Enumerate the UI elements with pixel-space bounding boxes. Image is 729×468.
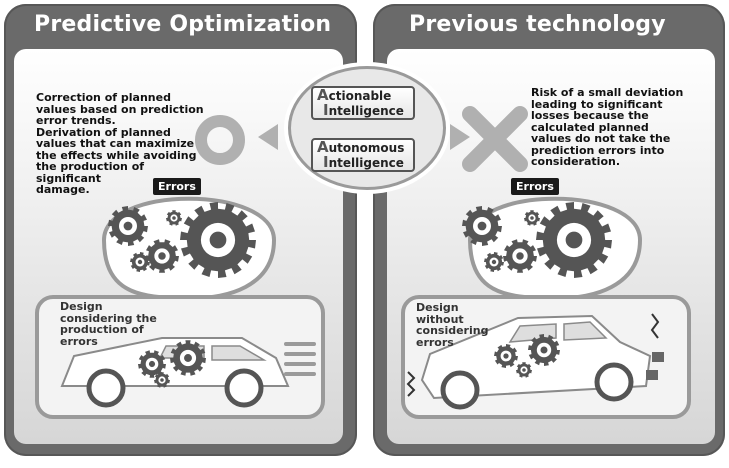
gear-icon bbox=[536, 202, 612, 278]
actionable-intelligence-box: Actionable Intelligence bbox=[311, 86, 415, 120]
gear-icon bbox=[503, 239, 537, 273]
letter-a: A bbox=[317, 86, 329, 104]
gear-icon bbox=[145, 239, 179, 273]
cross-icon bbox=[462, 106, 528, 172]
autonomous-intelligence-box: Autonomous Intelligence bbox=[311, 138, 415, 172]
optimization-description: Correction of planned values based on pr… bbox=[36, 91, 204, 196]
gear-icon bbox=[108, 206, 148, 246]
gear-icon bbox=[138, 350, 166, 378]
gear-icon bbox=[154, 372, 170, 388]
letter-a: A bbox=[317, 138, 329, 156]
gear-icon bbox=[494, 344, 518, 368]
gear-icon bbox=[516, 362, 532, 378]
gear-icon bbox=[524, 210, 540, 226]
gear-icon bbox=[180, 202, 256, 278]
arrow-left-icon bbox=[258, 124, 278, 150]
word-rest: utonomous bbox=[328, 141, 405, 155]
car-design-label-left: Design considering the production of err… bbox=[60, 300, 157, 348]
previous-tech-description: Risk of a small deviation leading to sig… bbox=[531, 86, 684, 168]
letter-i: I bbox=[323, 153, 329, 171]
gear-icon bbox=[528, 334, 560, 366]
panel-title: Predictive Optimization bbox=[34, 12, 332, 37]
gear-icon bbox=[484, 252, 504, 272]
gear-icon bbox=[166, 210, 182, 226]
word-rest: ntelligence bbox=[328, 104, 404, 118]
errors-tag: Errors bbox=[153, 178, 201, 195]
gear-icon bbox=[462, 206, 502, 246]
arrow-right-icon bbox=[450, 124, 470, 150]
word-rest: ntelligence bbox=[328, 156, 404, 170]
circle-ok-icon bbox=[195, 115, 245, 165]
gear-icon bbox=[130, 252, 150, 272]
errors-tag: Errors bbox=[511, 178, 559, 195]
word-rest: ctionable bbox=[328, 89, 392, 103]
gear-icon bbox=[170, 340, 206, 376]
letter-i: I bbox=[323, 101, 329, 119]
car-design-label-right: Design without considering errors bbox=[416, 301, 489, 349]
panel-title: Previous technology bbox=[409, 12, 666, 37]
